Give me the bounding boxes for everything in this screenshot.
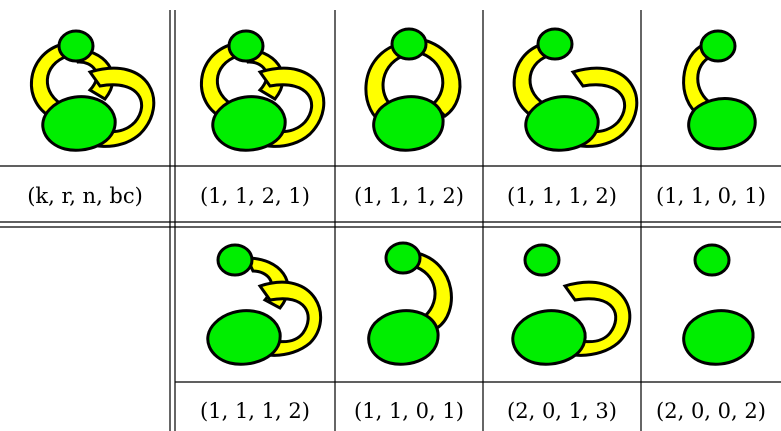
surface-r2-c2 — [367, 241, 453, 366]
row1-label-1: (1, 1, 2, 1) — [200, 184, 310, 208]
table-rules — [0, 10, 781, 431]
row2-label-3: (2, 0, 1, 3) — [507, 399, 617, 423]
row2-label-2: (1, 1, 0, 1) — [354, 399, 464, 423]
surface-r2-c3 — [511, 243, 632, 366]
surface-r2-c4 — [682, 243, 755, 366]
row1-label-3: (1, 1, 1, 2) — [507, 184, 617, 208]
surface-r1-c2 — [364, 27, 462, 152]
surface-header — [30, 29, 156, 152]
row2-label-4: (2, 0, 0, 2) — [656, 399, 766, 423]
surface-r1-c4 — [682, 29, 757, 151]
surface-r2-c1 — [206, 243, 323, 366]
row1-label-2: (1, 1, 1, 2) — [354, 184, 464, 208]
row1-label-4: (1, 1, 0, 1) — [656, 184, 766, 208]
surface-r1-c1 — [200, 29, 326, 152]
row2-label-1: (1, 1, 1, 2) — [200, 399, 310, 423]
header-label: (k, r, n, bc) — [27, 184, 143, 208]
surface-r1-c3 — [512, 27, 639, 152]
